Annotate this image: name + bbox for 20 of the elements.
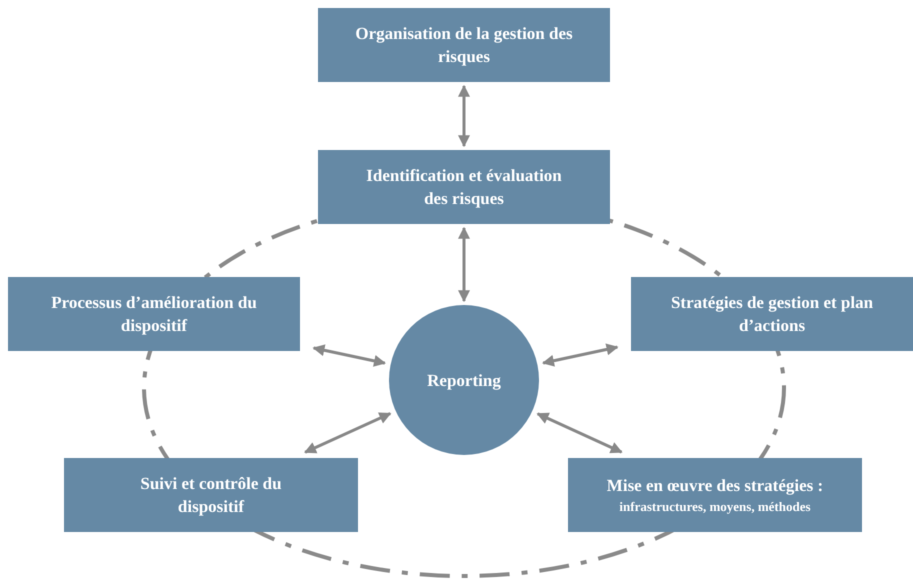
box-title: Stratégies de gestion et plan d’actions: [670, 292, 874, 337]
box-title: Organisation de la gestion des risques: [354, 23, 574, 68]
double-arrow: [312, 344, 386, 367]
double-arrow: [458, 84, 470, 148]
box-title: Suivi et contrôle du dispositif: [139, 473, 283, 518]
box-title: Identification et évaluation des risques: [365, 165, 563, 210]
process-box: [8, 277, 300, 351]
double-arrow: [304, 412, 392, 454]
double-arrow: [536, 412, 623, 454]
process-box: [64, 458, 358, 532]
box-title: Processus d’amélioration du dispositif: [50, 292, 258, 337]
box-title: Reporting: [427, 370, 501, 392]
process-box: [568, 458, 862, 532]
process-box: [631, 277, 913, 351]
process-box: [318, 150, 610, 224]
process-box: [318, 8, 610, 82]
box-subtitle: infrastructures, moyens, méthodes: [619, 498, 811, 516]
double-arrow: [542, 344, 618, 367]
box-title: Mise en œuvre des stratégies :: [606, 474, 824, 496]
double-arrow: [458, 226, 470, 302]
